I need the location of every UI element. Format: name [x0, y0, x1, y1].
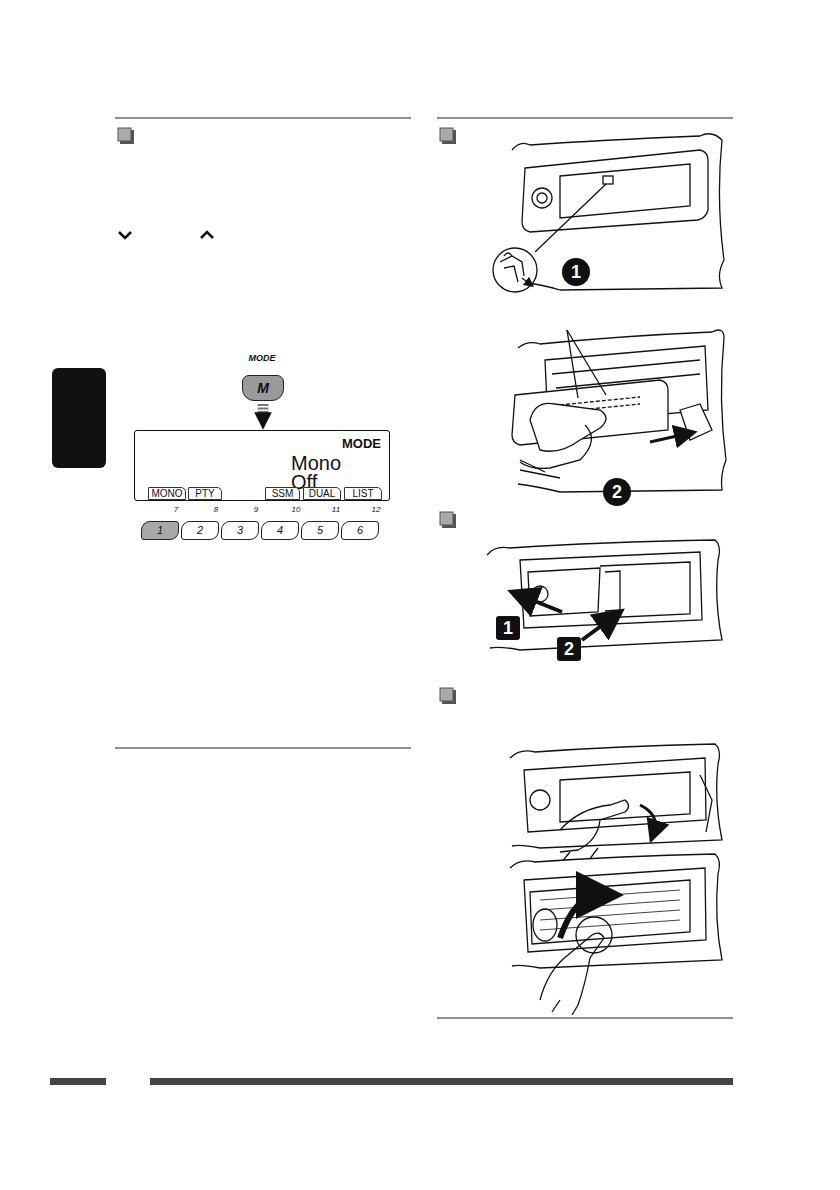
key-number: 11: [332, 505, 340, 514]
button-label: DUAL: [309, 489, 336, 499]
callout-box: [496, 616, 520, 640]
soft-key-tab: PTY: [188, 487, 222, 500]
number-button: 5: [301, 521, 339, 540]
button-label: 2: [197, 525, 203, 536]
number-button: 3: [221, 521, 259, 540]
section-bullet: [118, 128, 456, 704]
mode-button: M: [242, 375, 284, 401]
soft-key-tab: SSM: [265, 487, 300, 500]
callout-number: 1: [503, 618, 513, 639]
flip-illustration: [510, 744, 722, 864]
callout-box: [557, 637, 581, 661]
callout-circle: [603, 478, 631, 506]
chevron-symbol: [119, 232, 213, 238]
soft-key-tab: MONO: [148, 487, 186, 500]
button-label: SSM: [272, 489, 294, 499]
button-label: M: [257, 381, 269, 395]
key-number: 8: [214, 505, 218, 514]
button-label: 3: [237, 525, 243, 536]
callout-number: 1: [571, 262, 581, 283]
detach-illustration: [493, 134, 724, 292]
button-label: PTY: [195, 489, 214, 499]
number-button: 4: [261, 521, 299, 540]
button-label: LIST: [352, 489, 373, 499]
lcd-display: MODEMonoOffMONOPTYSSMDUALLIST: [134, 430, 390, 501]
key-number: 12: [372, 505, 381, 514]
button-label: 5: [317, 525, 323, 536]
section-tab: [52, 368, 106, 468]
callout-number: 2: [564, 639, 574, 660]
key-number: 10: [292, 505, 301, 514]
callout-circle: [562, 258, 590, 286]
number-button: 6: [341, 521, 379, 540]
remove-illustration: [512, 330, 726, 492]
soft-key-tab: DUAL: [303, 487, 341, 500]
callout-number: 2: [612, 482, 622, 503]
close-illustration: [510, 854, 722, 1015]
number-button: 1: [141, 521, 179, 540]
key-number: 9: [254, 505, 258, 514]
number-button: 2: [181, 521, 219, 540]
button-label: 4: [277, 525, 283, 536]
soft-key-tab: LIST: [344, 487, 382, 500]
attach-illustration: [487, 540, 722, 650]
rules: [115, 118, 733, 1018]
bottom-bar: [50, 1078, 106, 1085]
button-caption: MODE: [249, 353, 276, 363]
button-label: 6: [357, 525, 363, 536]
bottom-bar: [150, 1078, 733, 1085]
press-arrow: [258, 404, 269, 414]
key-number: 7: [174, 505, 178, 514]
display-text: MODE: [342, 436, 381, 451]
button-label: 1: [157, 525, 163, 536]
button-label: MONO: [151, 489, 182, 499]
